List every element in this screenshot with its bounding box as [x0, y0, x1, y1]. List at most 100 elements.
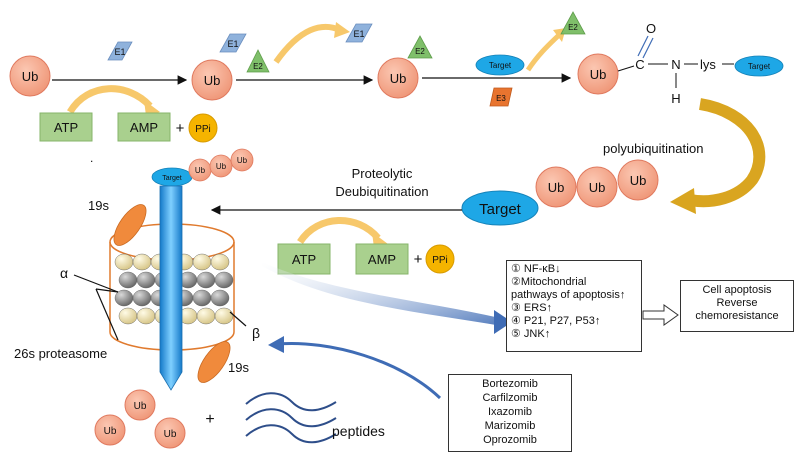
ppi-circle-2: PPi	[425, 244, 455, 274]
bond-ub-c	[617, 65, 635, 72]
e1-enzyme-released: E1	[345, 23, 373, 43]
proteasome-line-top	[95, 288, 119, 293]
e2-enzyme-released: E2	[560, 11, 586, 35]
svg-text:ATP: ATP	[54, 120, 78, 135]
target-oval-top: Target	[475, 54, 525, 76]
poly-ub-2: Ub	[576, 166, 618, 208]
svg-text:E2: E2	[253, 62, 263, 71]
subunit-ball	[214, 307, 234, 325]
e2-release-arrow	[525, 32, 562, 72]
nitrogen-atom: N	[671, 57, 680, 72]
svg-text:Ub: Ub	[204, 73, 221, 88]
svg-text:Ub: Ub	[216, 162, 227, 171]
atp-to-amp-arrow-1	[67, 85, 153, 114]
svg-text:Ub: Ub	[134, 401, 147, 412]
subunit-ball	[214, 271, 234, 289]
e1-enzyme-2: E1	[219, 33, 247, 53]
drug-marizomib: Marizomib	[484, 420, 536, 432]
ub-circle-2: Ub	[191, 59, 233, 101]
svg-text:Target: Target	[489, 61, 512, 70]
target-oval-large: Target	[461, 190, 539, 226]
alpha-line	[73, 274, 119, 293]
ppi-circle-1: PPi	[188, 113, 218, 143]
regulatory-cap-19s-bottom	[197, 341, 231, 383]
subunit-ball	[132, 289, 152, 307]
ub-circle-3: Ub	[377, 57, 419, 99]
plus-sign-2: +	[414, 251, 423, 268]
svg-text:Target: Target	[748, 62, 771, 71]
plus-sign-1: +	[176, 120, 185, 137]
e2-enzyme-1: E2	[246, 49, 270, 73]
subunit-ball	[118, 307, 138, 325]
deubiquitination-label: Deubiquitination	[335, 184, 428, 199]
polyubiquitination-arrowhead	[670, 188, 696, 214]
peptides-label: peptides	[332, 423, 385, 439]
e2-enzyme-2: E2	[407, 35, 433, 59]
atp-to-amp-arrowhead-1	[144, 100, 160, 116]
outcome-reverse: Reverse	[716, 297, 758, 309]
effects-wedge-arrow	[262, 262, 502, 326]
drug-carfilzomib: Carfilzomib	[482, 392, 538, 404]
e3-enzyme: E3	[489, 87, 513, 107]
small-ub-1: Ub	[188, 158, 212, 182]
atp-to-amp-arrow-2	[297, 217, 381, 245]
polyubiquitination-label: polyubiquitination	[603, 141, 703, 156]
atp-box-2: ATP	[277, 243, 331, 275]
effects-wedge-arrowhead	[494, 310, 512, 334]
svg-text:AMP: AMP	[368, 252, 396, 267]
ub-circle-conjugated: Ub	[577, 53, 619, 95]
plus-sign-3: +	[205, 411, 214, 428]
drug-ixazomib: Ixazomib	[487, 406, 533, 418]
atp-box-1: ATP	[39, 112, 93, 142]
svg-text:Target: Target	[479, 201, 522, 218]
carbon-atom: C	[635, 57, 644, 72]
double-bond-a	[637, 35, 649, 57]
poly-ub-1: Ub	[535, 166, 577, 208]
subunit-ball	[196, 307, 216, 325]
substrate-channel	[159, 185, 183, 391]
svg-text:AMP: AMP	[130, 120, 158, 135]
effect-p21-p27-p53: ④ P21, P27, P53↑	[511, 315, 601, 327]
effect-ers: ③ ERS↑	[511, 302, 553, 314]
svg-text:Ub: Ub	[195, 166, 206, 175]
amp-box-1: AMP	[117, 112, 171, 142]
stray-dot: .	[90, 151, 93, 165]
drug-oprozomib: Oprozomib	[483, 434, 537, 446]
subunit-ball	[136, 307, 156, 325]
svg-text:Ub: Ub	[630, 173, 647, 188]
peptide-strand-3	[245, 424, 337, 444]
poly-ub-3: Ub	[617, 159, 659, 201]
target-oval-conjugated: Target	[734, 55, 784, 77]
effect-nfkb: ① NF-κB↓	[511, 263, 561, 275]
target-oval-proteasome: Target	[151, 167, 193, 187]
effect-mitochondrial-cont: pathways of apoptosis↑	[511, 289, 626, 301]
hydrogen-atom: H	[671, 91, 680, 106]
oxygen-atom: O	[646, 21, 656, 36]
svg-text:PPi: PPi	[432, 255, 448, 266]
proteasome-line	[95, 288, 119, 341]
proteolytic-label: Proteolytic	[352, 166, 413, 181]
peptide-strand-1	[245, 392, 337, 412]
effects-box: ① NF-κB↓ ②Mitochondrial pathways of apop…	[506, 260, 642, 352]
e1-release-arrowhead	[334, 22, 350, 38]
subunit-ball	[192, 289, 212, 307]
released-ub-3: Ub	[154, 417, 186, 449]
svg-text:Ub: Ub	[104, 426, 117, 437]
svg-text:E2: E2	[568, 23, 578, 32]
subunit-ball	[210, 253, 230, 271]
alpha-label: α	[60, 265, 68, 281]
proteasome-label: 26s proteasome	[14, 346, 107, 361]
drugs-box: Bortezomib Carfilzomib Ixazomib Marizomi…	[448, 374, 572, 452]
subunit-ball	[192, 253, 212, 271]
svg-text:Ub: Ub	[590, 67, 607, 82]
polyubiquitination-arrow	[688, 98, 766, 208]
subunit-ball	[118, 271, 138, 289]
svg-text:ATP: ATP	[292, 252, 316, 267]
svg-text:Target: Target	[162, 175, 182, 182]
inhibitor-arrow	[277, 342, 442, 400]
label-19s-top: 19s	[88, 198, 109, 213]
svg-text:E1: E1	[227, 39, 238, 49]
svg-text:Ub: Ub	[164, 429, 177, 440]
svg-text:Ub: Ub	[390, 71, 407, 86]
